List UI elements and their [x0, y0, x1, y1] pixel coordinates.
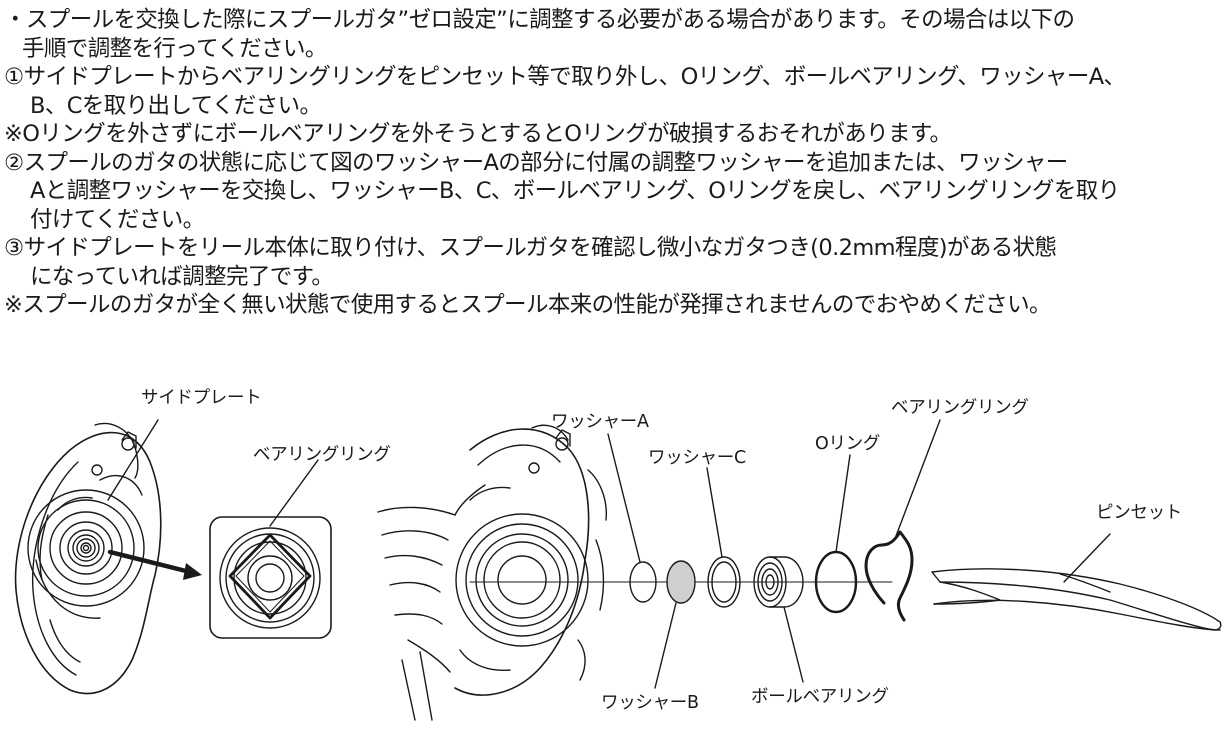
leader-bearing-ring-detail [269, 459, 319, 527]
note-1: ※Oリングを外さずにボールベアリングを外そうとするとOリングが破損するおそれがあ… [4, 120, 1226, 149]
washer-b-shape [666, 560, 696, 604]
step-2: ②スプールのガタの状態に応じて図のワッシャーAの部分に付属の調整ワッシャーを追加… [4, 149, 1226, 235]
side-plate-illustration [14, 422, 162, 695]
ball-bearing-shape [753, 556, 804, 608]
text-line: ③サイドプレートをリール本体に取り付け、スプールガタを確認し微小なガタつき(0.… [4, 235, 1057, 261]
text-line: ※Oリングを外さずにボールベアリングを外そうとするとOリングが破損するおそれがあ… [4, 121, 952, 147]
note-2: ※スプールのガタが全く無い状態で使用するとスプール本来の性能が発揮されませんので… [4, 291, 1226, 320]
step-1: ①サイドプレートからベアリングリングをピンセット等で取り外し、Oリング、ボールベ… [4, 63, 1226, 120]
leader-washer-c [706, 467, 723, 558]
arrow-to-detail [107, 549, 202, 580]
text-line: 手順で調整を行ってください。 [22, 35, 327, 62]
label-tweezers: ピンセット [1096, 503, 1182, 523]
label-o-ring: Oリング [815, 434, 881, 454]
diagram-svg [14, 419, 1222, 721]
bearing-ring-shape [864, 530, 914, 622]
text-line: B、Cを取り出してください。 [30, 92, 322, 119]
exploded-diagram: サイドプレート ベアリングリング ワッシャーA ワッシャーC Oリング ベアリン… [0, 380, 1230, 729]
leader-ball-bearing [783, 606, 804, 683]
intro-paragraph: ・スプールを交換した際にスプールガタ”ゼロ設定”に調整する必要がある場合がありま… [4, 6, 1226, 63]
instructions: ・スプールを交換した際にスプールガタ”ゼロ設定”に調整する必要がある場合がありま… [4, 6, 1226, 320]
label-ball-bearing: ボールベアリング [751, 687, 889, 707]
washer-a-shape [629, 561, 657, 603]
text-line: になっていれば調整完了です。 [30, 263, 334, 290]
tweezers-shape [931, 568, 1222, 631]
leader-tweezers [1063, 533, 1111, 583]
label-washer-c: ワッシャーC [648, 448, 746, 468]
reel-side-illustration [377, 424, 607, 721]
label-bearing-ring: ベアリングリング [891, 398, 1029, 418]
leader-washer-a [607, 433, 641, 563]
label-side-plate: サイドプレート [141, 388, 262, 408]
label-washer-b: ワッシャーB [601, 693, 699, 713]
washer-c-shape [707, 556, 741, 608]
text-line: 付けてください。 [30, 206, 205, 233]
leader-o-ring [835, 454, 851, 553]
bearing-ring-detail-box [209, 516, 332, 639]
label-washer-a: ワッシャーA [551, 412, 649, 432]
text-line: ・スプールを交換した際にスプールガタ”ゼロ設定”に調整する必要がある場合がありま… [4, 7, 1075, 33]
label-bearing-ring-detail: ベアリングリング [253, 445, 391, 465]
leader-washer-b [654, 602, 677, 689]
step-3: ③サイドプレートをリール本体に取り付け、スプールガタを確認し微小なガタつき(0.… [4, 234, 1226, 291]
text-line: Aと調整ワッシャーを交換し、ワッシャーB、C、ボールベアリング、Oリングを戻し、… [30, 178, 1120, 204]
leader-side-plate [107, 419, 159, 501]
leader-bearing-ring [895, 419, 941, 537]
text-line: ②スプールのガタの状態に応じて図のワッシャーAの部分に付属の調整ワッシャーを追加… [4, 149, 1068, 176]
text-line: ※スプールのガタが全く無い状態で使用するとスプール本来の性能が発揮されませんので… [4, 292, 1051, 318]
text-line: ①サイドプレートからベアリングリングをピンセット等で取り外し、Oリング、ボールベ… [4, 64, 1126, 90]
